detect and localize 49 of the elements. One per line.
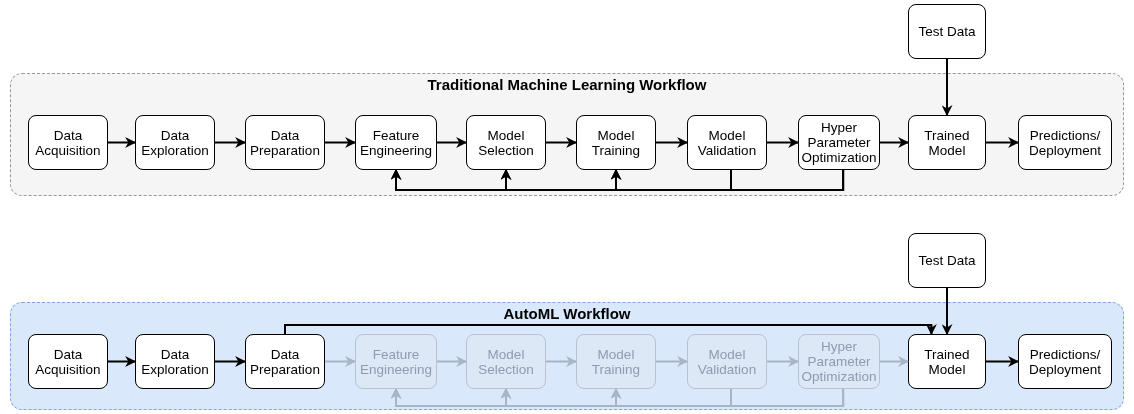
process-box: Data Exploration xyxy=(135,115,215,170)
process-box: Test Data xyxy=(908,4,986,59)
process-box: Feature Engineering xyxy=(355,115,437,170)
arrow xyxy=(766,356,800,367)
arrow xyxy=(214,137,247,148)
process-box: Model Selection xyxy=(466,334,546,389)
arrow xyxy=(436,356,468,367)
panel-title: Traditional Machine Learning Workflow xyxy=(426,77,708,93)
arrow xyxy=(324,137,357,148)
process-box: Data Preparation xyxy=(245,115,325,170)
process-box: Trained Model xyxy=(908,334,986,389)
process-box: Predictions/ Deployment xyxy=(1018,334,1112,389)
process-box: Data Preparation xyxy=(245,334,325,389)
arrow xyxy=(879,137,910,148)
panel-title: AutoML Workflow xyxy=(502,306,632,322)
arrow xyxy=(655,137,689,148)
process-box: Feature Engineering xyxy=(355,334,437,389)
arrow xyxy=(214,356,247,367)
process-box: Model Training xyxy=(576,334,656,389)
process-box: Model Training xyxy=(576,115,656,170)
arrow xyxy=(436,137,468,148)
arrow xyxy=(610,387,845,407)
arrow xyxy=(766,137,800,148)
arrow xyxy=(941,58,953,117)
arrow xyxy=(107,356,137,367)
process-box: Hyper Parameter Optimization xyxy=(798,115,880,170)
arrow xyxy=(655,356,689,367)
arrow xyxy=(879,356,910,367)
process-box: Model Selection xyxy=(466,115,546,170)
arrow xyxy=(545,356,578,367)
arrow xyxy=(610,168,845,191)
workflow-panel xyxy=(10,73,1124,196)
arrow xyxy=(107,137,137,148)
process-box: Data Exploration xyxy=(135,334,215,389)
process-box: Trained Model xyxy=(908,115,986,170)
arrow xyxy=(985,137,1020,148)
workflow-panel xyxy=(10,302,1124,410)
process-box: Data Acquisition xyxy=(28,115,108,170)
process-box: Data Acquisition xyxy=(28,334,108,389)
process-box: Test Data xyxy=(908,233,986,288)
arrow xyxy=(284,324,937,336)
process-box: Model Validation xyxy=(687,334,767,389)
arrow xyxy=(941,287,953,336)
arrow xyxy=(545,137,578,148)
arrow xyxy=(324,356,357,367)
process-box: Model Validation xyxy=(687,115,767,170)
process-box: Predictions/ Deployment xyxy=(1018,115,1112,170)
process-box: Hyper Parameter Optimization xyxy=(798,334,880,389)
arrow xyxy=(985,356,1020,367)
